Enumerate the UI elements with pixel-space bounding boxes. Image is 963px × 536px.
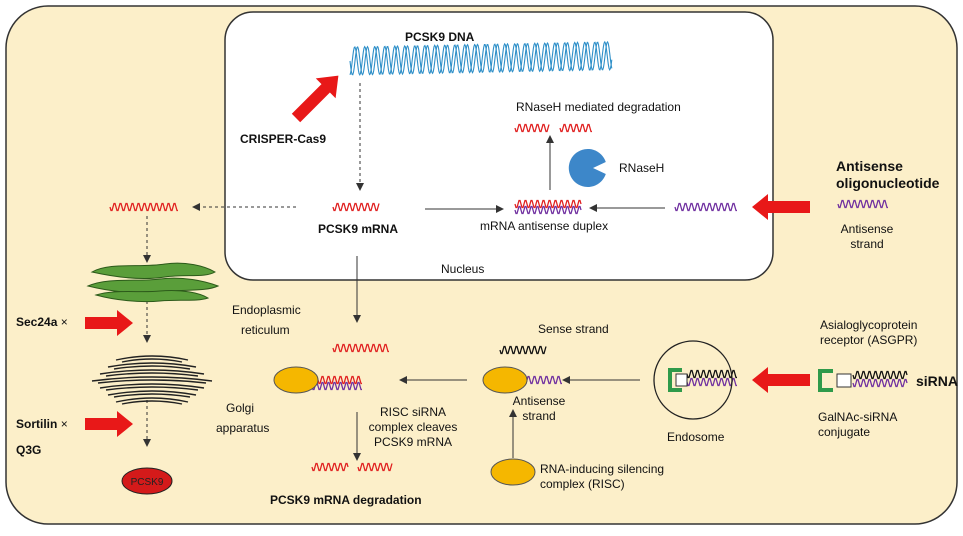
asgpr-label: Asialoglycoprotein receptor (ASGPR)	[820, 318, 917, 348]
golgi-label-line2: apparatus	[216, 421, 270, 435]
endosome-sirna-sense	[686, 369, 737, 379]
golgi-cisterna	[121, 400, 183, 405]
red-block-arrow-icon	[85, 411, 133, 437]
sec24a-label: Sec24a ×	[16, 315, 68, 330]
dna-helix-icon	[349, 40, 613, 76]
golgi-cisterna	[99, 383, 205, 389]
sirna-label: siRNA	[916, 373, 959, 389]
golgi-cisterna	[115, 355, 189, 361]
er-label: Endoplasmic reticulum	[232, 300, 301, 340]
sec24a-text: Sec24a	[16, 315, 58, 329]
cleaved-mrna-fragment	[311, 462, 349, 472]
crispr-cas9-label: CRISPER-Cas9	[240, 132, 327, 146]
golgi-cisterna	[107, 390, 197, 396]
golgi-cisterna	[107, 362, 197, 368]
risc-label-line1: RNA-inducing silencing	[540, 462, 665, 476]
risc-cleaves-label: RISC siRNA complex cleaves PCSK9 mRNA	[365, 405, 461, 450]
pcsk9-protein-label: PCSK9	[131, 477, 164, 488]
golgi-cisterna	[99, 369, 205, 375]
endoplasmic-reticulum-icon	[86, 262, 220, 303]
red-block-arrow-icon	[291, 75, 339, 123]
pcsk9-protein-icon	[121, 467, 173, 495]
golgi-cisterna	[91, 376, 213, 382]
golgi-label: Golgi apparatus	[216, 398, 269, 438]
nucleus	[224, 11, 774, 281]
antisense-oligo-strand	[674, 202, 737, 212]
galnac-sirna-antisense	[852, 378, 908, 388]
antisense-strand-mid-line2: strand	[522, 409, 556, 423]
receptor-bracket-icon	[818, 369, 833, 392]
exported-mrna-strand	[109, 202, 178, 212]
antisense-strand-right: Antisense strand	[838, 222, 896, 252]
antisense-strand-right-line1: Antisense	[840, 222, 894, 236]
risc-label-line2: complex (RISC)	[540, 477, 625, 491]
risc-cleaves-line3: PCSK9 mRNA	[373, 435, 453, 449]
pcsk9-mrna-label: PCSK9 mRNA	[318, 222, 399, 236]
golgi-cisterna	[105, 386, 199, 391]
nucleus-label: Nucleus	[441, 262, 485, 276]
galnac-box-endosome	[675, 373, 688, 387]
asgpr-label-line1: Asialoglycoprotein	[820, 318, 918, 332]
mrna-antisense-duplex-label: mRNA antisense duplex	[480, 219, 609, 233]
er-label-line2: reticulum	[241, 323, 290, 337]
galnac-label: GalNAc-siRNA conjugate	[818, 410, 897, 440]
antisense-strand-legend	[837, 199, 888, 209]
antisense-oligo-line2: oligonucleotide	[836, 175, 940, 191]
q3g-label: Q3G	[16, 443, 42, 457]
galnac-box	[836, 373, 852, 388]
sortilin-label: Sortilin ×	[16, 417, 68, 432]
cleaved-mrna-fragment	[357, 462, 393, 472]
degraded-mrna-fragment	[514, 123, 550, 133]
asgpr-label-line2: receptor (ASGPR)	[820, 333, 918, 347]
risc-complex-mid	[482, 366, 528, 394]
golgi-cisterna	[105, 372, 199, 377]
antisense-strand-mid-line1: Antisense	[512, 394, 566, 408]
target-mrna-strand	[332, 343, 389, 353]
pcsk9-mrna-strand	[332, 202, 380, 212]
inhibit-mark: ×	[60, 417, 68, 431]
antisense-oligo-line1: Antisense	[836, 158, 903, 174]
pacman-rnaseh-icon	[568, 149, 606, 188]
golgi-cisterna	[121, 358, 183, 363]
endosome-vesicle	[653, 340, 733, 420]
sense-strand	[499, 345, 547, 355]
pcsk9-dna-label: PCSK9 DNA	[405, 30, 475, 44]
antisense-strand-right-line2: strand	[850, 237, 884, 251]
duplex-antisense-strand	[514, 205, 582, 215]
red-block-arrow-icon	[752, 367, 810, 393]
degraded-mrna-fragment	[559, 123, 592, 133]
golgi-cisterna	[113, 393, 191, 398]
duplex-mrna-strand	[514, 199, 582, 209]
golgi-cisterna	[115, 397, 189, 403]
risc-cleaves-line1: RISC siRNA	[379, 405, 446, 419]
rnaseh-degradation-label: RNaseH mediated degradation	[516, 100, 681, 114]
endosome-label: Endosome	[667, 430, 725, 444]
antisense-oligo-title: Antisense oligonucleotide	[836, 158, 939, 192]
risc-cleaves-line2: complex cleaves	[368, 420, 458, 434]
endosome-sirna-antisense	[686, 377, 737, 387]
er-label-line1: Endoplasmic	[232, 303, 301, 317]
galnac-label-line1: GalNAc-siRNA	[818, 410, 898, 424]
golgi-apparatus-icon	[91, 355, 213, 405]
risc-complex-bottom	[490, 458, 536, 486]
risc-label: RNA-inducing silencing complex (RISC)	[540, 462, 664, 492]
sortilin-text: Sortilin	[16, 417, 58, 431]
galnac-label-line2: conjugate	[818, 425, 871, 439]
golgi-cisterna	[113, 365, 191, 370]
dna-strand	[349, 40, 613, 76]
sense-strand-label: Sense strand	[538, 322, 609, 336]
red-block-arrow-icon	[85, 310, 133, 336]
galnac-sirna-sense	[852, 370, 908, 380]
receptor-bracket-icon	[668, 368, 682, 392]
rnaseh-label: RNaseH	[619, 161, 665, 175]
risc-complex-left	[273, 366, 319, 394]
golgi-label-line1: Golgi	[226, 401, 255, 415]
red-block-arrow-icon	[752, 194, 810, 220]
inhibit-mark: ×	[60, 315, 68, 329]
golgi-cisterna	[97, 379, 207, 384]
mrna-degradation-label: PCSK9 mRNA degradation	[270, 493, 422, 507]
antisense-strand-mid: Antisense strand	[508, 394, 570, 424]
